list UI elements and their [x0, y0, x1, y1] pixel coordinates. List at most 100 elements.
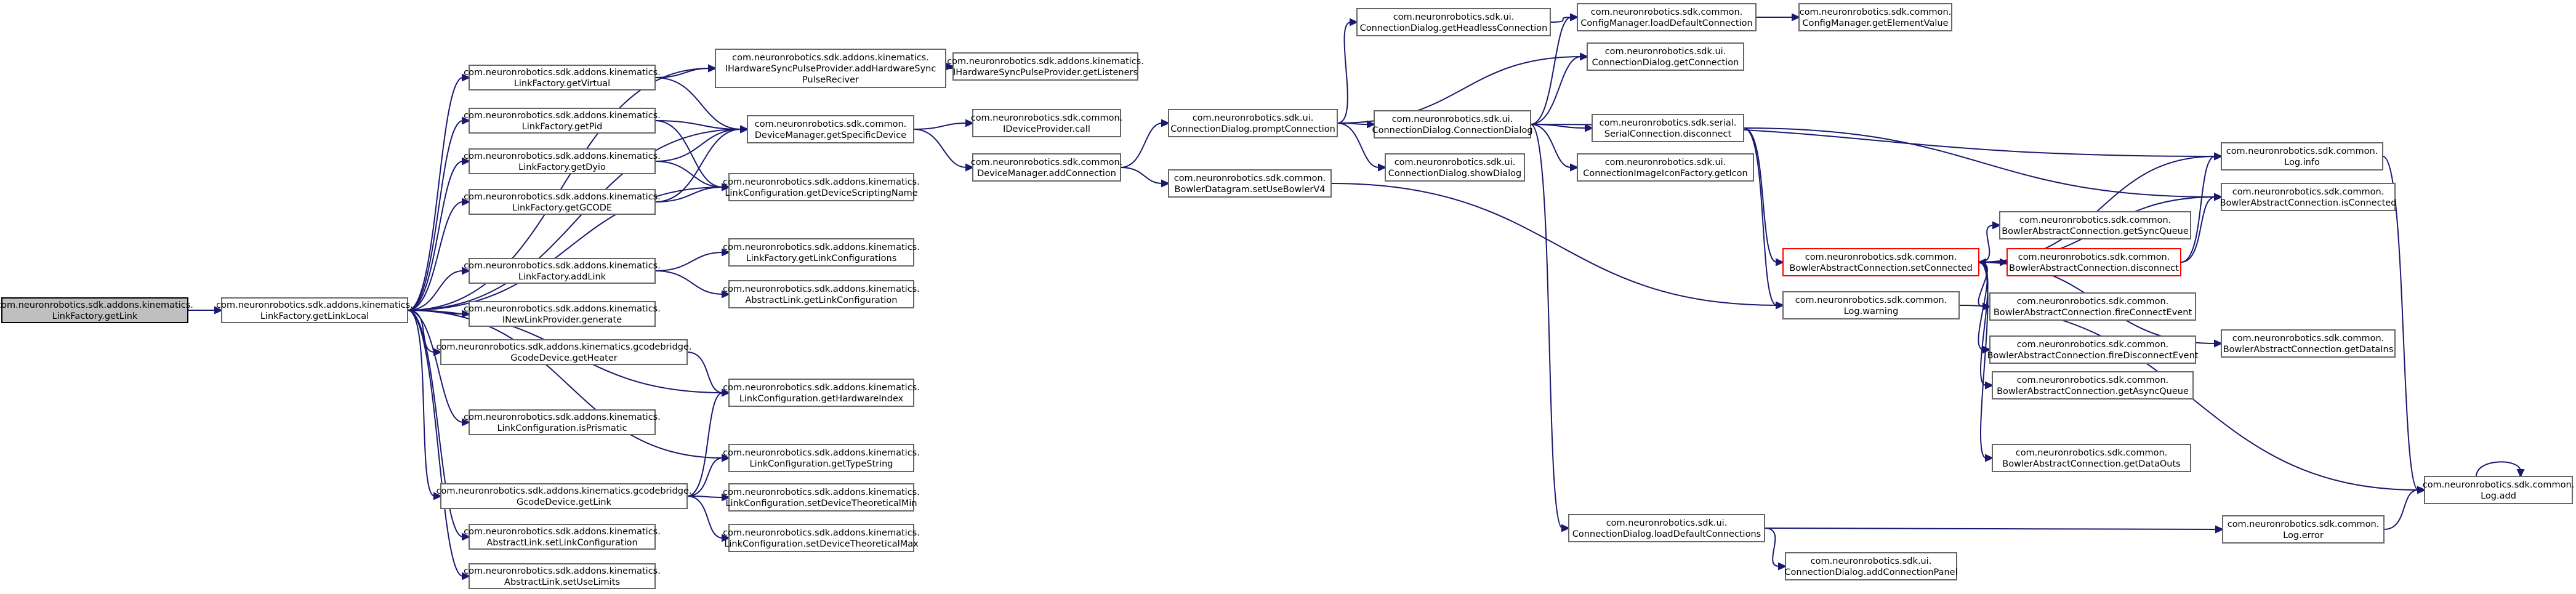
node-getDeviceScriptingName[interactable]: com.neuronrobotics.sdk.addons.kinematics… — [723, 173, 920, 201]
edge-line — [1530, 56, 1582, 125]
node-label-line: LinkConfiguration.getDeviceScriptingName — [725, 188, 917, 198]
edge-arrowhead — [722, 248, 731, 257]
edge-loadDefaultConnections-to-logError — [1764, 525, 2224, 534]
node-getLinkConfigurations[interactable]: com.neuronrobotics.sdk.addons.kinematics… — [723, 238, 920, 267]
node-getGCODE[interactable]: com.neuronrobotics.sdk.addons.kinematics… — [464, 189, 661, 215]
node-getHeadless[interactable]: com.neuronrobotics.sdk.ui.ConnectionDial… — [1356, 8, 1551, 36]
node-getSpecificDevice[interactable]: com.neuronrobotics.sdk.common.DeviceMana… — [747, 115, 914, 143]
edge-arrowhead — [740, 125, 749, 134]
edge-line — [407, 129, 742, 311]
node-logInfo[interactable]: com.neuronrobotics.sdk.common.Log.info — [2221, 142, 2383, 171]
node-label-line: ConnectionDialog.addConnectionPanel — [1784, 568, 1957, 577]
node-getListeners[interactable]: com.neuronrobotics.sdk.addons.kinematics… — [947, 52, 1144, 81]
node-box — [469, 148, 656, 174]
node-connDialogCtor[interactable]: com.neuronrobotics.sdk.ui.ConnectionDial… — [1372, 110, 1533, 138]
node-loadDefaultConn[interactable]: com.neuronrobotics.sdk.common.ConfigMana… — [1577, 3, 1757, 31]
node-getSyncQueue[interactable]: com.neuronrobotics.sdk.common.BowlerAbst… — [1999, 211, 2191, 239]
edge-line — [2180, 196, 2216, 263]
node-getHardwareIndex[interactable]: com.neuronrobotics.sdk.addons.kinematics… — [723, 379, 920, 407]
node-getDataOuts[interactable]: com.neuronrobotics.sdk.common.BowlerAbst… — [1992, 444, 2191, 472]
edge-arrowhead — [462, 572, 471, 580]
node-label-line: DeviceManager.addConnection — [977, 169, 1116, 179]
edge-setConnected-to-getAsyncQueue — [1978, 262, 1994, 390]
node-getDyio[interactable]: com.neuronrobotics.sdk.addons.kinematics… — [464, 148, 661, 174]
node-getConnection[interactable]: com.neuronrobotics.sdk.ui.ConnectionDial… — [1587, 42, 1744, 71]
node-box — [1989, 335, 2196, 364]
node-providerCall[interactable]: com.neuronrobotics.sdk.common.IDevicePro… — [971, 109, 1123, 137]
node-box — [1374, 110, 1531, 138]
node-logWarning[interactable]: com.neuronrobotics.sdk.common.Log.warnin… — [1782, 291, 1960, 319]
edge-arrowhead — [1367, 120, 1376, 129]
node-addConnectionPanel[interactable]: com.neuronrobotics.sdk.ui.ConnectionDial… — [1784, 552, 1958, 580]
edge-line — [654, 120, 742, 130]
edge-arrowhead — [1350, 18, 1359, 26]
node-getDataIns[interactable]: com.neuronrobotics.sdk.common.BowlerAbst… — [2221, 329, 2396, 358]
node-showDialog[interactable]: com.neuronrobotics.sdk.ui.ConnectionDial… — [1385, 153, 1525, 182]
node-bacDisconnect[interactable]: com.neuronrobotics.sdk.common.BowlerAbst… — [2006, 248, 2181, 276]
edge-arrowhead — [1378, 163, 1387, 172]
edge-arrowhead — [2417, 486, 2426, 494]
node-label-line: BowlerAbstractConnection.fireConnectEven… — [1994, 308, 2192, 318]
edge-arrowhead — [1985, 454, 1994, 462]
node-loadDefaultConnections[interactable]: com.neuronrobotics.sdk.ui.ConnectionDial… — [1568, 514, 1765, 542]
node-box — [728, 444, 914, 472]
edge-arrowhead — [1570, 163, 1579, 172]
node-getLinkLocal[interactable]: com.neuronrobotics.sdk.addons.kinematics… — [216, 297, 413, 323]
edge-arrowhead — [1561, 524, 1571, 532]
edge-arrowhead — [722, 290, 731, 299]
node-label-line: ConfigManager.getElementValue — [1802, 18, 1948, 28]
node-getPid[interactable]: com.neuronrobotics.sdk.addons.kinematics… — [464, 108, 661, 134]
node-generate[interactable]: com.neuronrobotics.sdk.addons.kinematics… — [464, 301, 661, 327]
node-label-line: com.neuronrobotics.sdk.common. — [2016, 448, 2168, 458]
node-label-line: com.neuronrobotics.sdk.ui. — [1392, 114, 1513, 124]
node-fireDisconnect[interactable]: com.neuronrobotics.sdk.common.BowlerAbst… — [1987, 335, 2199, 364]
node-label-line: com.neuronrobotics.sdk.common. — [2019, 215, 2171, 225]
node-label-line: IHardwareSyncPulseProvider.getListeners — [953, 68, 1138, 78]
node-getElementValue[interactable]: com.neuronrobotics.sdk.common.ConfigMana… — [1798, 3, 1952, 31]
edge-addConnection-to-promptConnection — [1120, 119, 1170, 168]
node-logAdd[interactable]: com.neuronrobotics.sdk.common.Log.add — [2423, 476, 2575, 504]
node-isPrismatic[interactable]: com.neuronrobotics.sdk.addons.kinematics… — [464, 409, 661, 435]
edge-addLink-to-getLinkConfigurations — [654, 248, 731, 271]
node-promptConnection[interactable]: com.neuronrobotics.sdk.ui.ConnectionDial… — [1168, 109, 1338, 137]
edge-arrowhead — [722, 183, 731, 191]
node-getAsyncQueue[interactable]: com.neuronrobotics.sdk.common.BowlerAbst… — [1992, 371, 2194, 399]
edge-line — [654, 129, 742, 203]
node-setUseLimits[interactable]: com.neuronrobotics.sdk.addons.kinematics… — [464, 563, 661, 589]
edge-line — [913, 122, 967, 130]
node-serialDisconnect[interactable]: com.neuronrobotics.sdk.serial.SerialConn… — [1592, 114, 1744, 142]
node-logError[interactable]: com.neuronrobotics.sdk.common.Log.error — [2222, 515, 2385, 544]
node-abstractGetLinkConfig[interactable]: com.neuronrobotics.sdk.addons.kinematics… — [723, 280, 920, 308]
node-box — [469, 524, 656, 550]
node-getVirtual[interactable]: com.neuronrobotics.sdk.addons.kinematics… — [464, 65, 661, 90]
node-setTheoMax[interactable]: com.neuronrobotics.sdk.addons.kinematics… — [723, 524, 920, 552]
node-label-line: com.neuronrobotics.sdk.addons.kinematics… — [464, 151, 661, 161]
node-setUseBowlerV4[interactable]: com.neuronrobotics.sdk.common.BowlerData… — [1168, 169, 1332, 198]
node-getTypeString[interactable]: com.neuronrobotics.sdk.addons.kinematics… — [723, 444, 920, 472]
edge-arrowhead — [1161, 179, 1170, 188]
edge-getSpecificDevice-to-providerCall — [913, 119, 975, 130]
node-isConnected[interactable]: com.neuronrobotics.sdk.common.BowlerAbst… — [2220, 183, 2397, 211]
node-label-line: LinkFactory.getLinkConfigurations — [746, 254, 897, 263]
node-label-line: ConnectionImageIconFactory.getIcon — [1583, 169, 1747, 179]
node-label-line: com.neuronrobotics.sdk.addons.kinematics… — [464, 261, 661, 271]
node-setTheoMin[interactable]: com.neuronrobotics.sdk.addons.kinematics… — [723, 483, 920, 512]
edge-arrowhead — [722, 388, 731, 397]
node-label-line: com.neuronrobotics.sdk.ui. — [1193, 113, 1314, 123]
edge-line — [1978, 225, 1994, 263]
node-label-line: BowlerAbstractConnection.disconnect — [2009, 263, 2179, 273]
node-getIcon[interactable]: com.neuronrobotics.sdk.ui.ConnectionImag… — [1577, 153, 1754, 182]
node-addHwSync[interactable]: com.neuronrobotics.sdk.addons.kinematics… — [715, 49, 946, 88]
edge-arrowhead — [722, 454, 731, 462]
node-setLinkConfig[interactable]: com.neuronrobotics.sdk.addons.kinematics… — [464, 524, 661, 550]
node-label-line: com.neuronrobotics.sdk.addons.kinematics… — [723, 528, 920, 538]
node-fireConnect[interactable]: com.neuronrobotics.sdk.common.BowlerAbst… — [1989, 292, 2196, 321]
node-addConnection[interactable]: com.neuronrobotics.sdk.common.DeviceMana… — [971, 153, 1123, 182]
node-setConnected[interactable]: com.neuronrobotics.sdk.common.BowlerAbst… — [1782, 248, 1979, 276]
node-label-line: LinkFactory.getVirtual — [514, 79, 610, 89]
node-box — [469, 65, 656, 90]
node-getLink[interactable]: com.neuronrobotics.sdk.addons.kinematics… — [0, 297, 193, 323]
node-addLink[interactable]: com.neuronrobotics.sdk.addons.kinematics… — [464, 258, 661, 284]
node-gcodeGetLink[interactable]: com.neuronrobotics.sdk.addons.kinematics… — [436, 483, 692, 509]
node-getHeater[interactable]: com.neuronrobotics.sdk.addons.kinematics… — [436, 339, 692, 365]
